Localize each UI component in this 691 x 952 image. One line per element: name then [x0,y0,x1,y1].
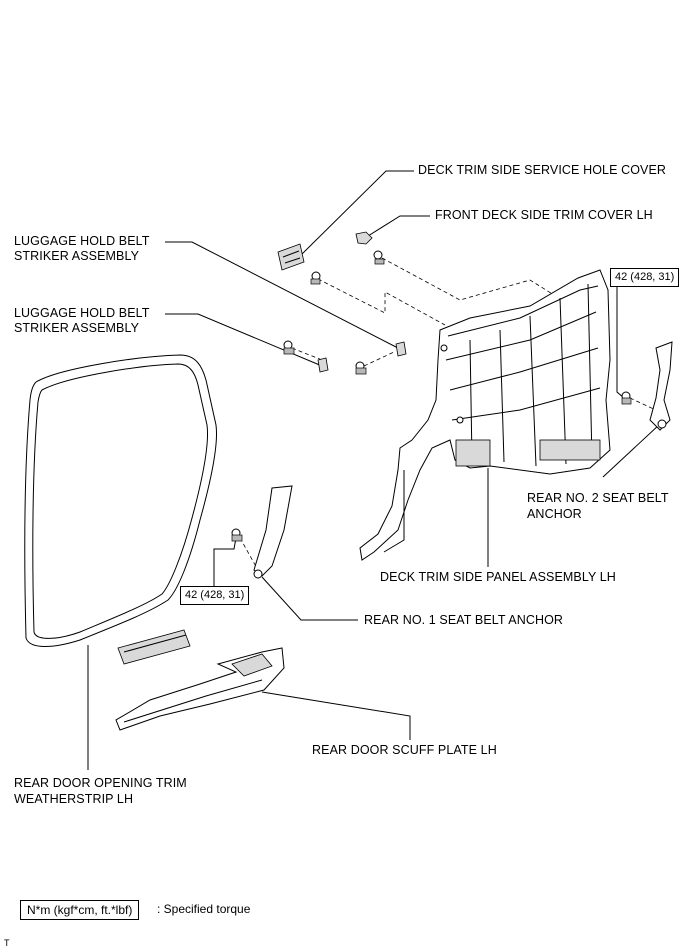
label-rear-door-scuff-plate: REAR DOOR SCUFF PLATE LH [312,743,497,757]
label-luggage-hold-belt-striker-2-line2: STRIKER ASSEMBLY [14,321,140,335]
service-hole-cover [277,243,305,271]
legend-description: : Specified torque [157,902,251,916]
label-rear-no2-seat-belt-anchor-line1: REAR NO. 2 SEAT BELT [527,491,669,505]
label-weatherstrip-line2: WEATHERSTRIP LH [14,792,134,806]
bolts [231,250,632,542]
label-deck-trim-side-service-hole-cover: DECK TRIM SIDE SERVICE HOLE COVER [418,163,667,177]
rear-door-scuff-plate [115,647,285,731]
fastener-paths [239,257,661,571]
rear-no1-seat-belt-anchor [253,485,293,579]
label-deck-trim-side-panel-assembly: DECK TRIM SIDE PANEL ASSEMBLY LH [380,570,616,584]
label-luggage-hold-belt-striker-1-line2: STRIKER ASSEMBLY [14,249,140,263]
torque-rear-no1-anchor: 42 (428, 31) [180,586,250,605]
label-rear-no2-seat-belt-anchor-line2: ANCHOR [527,507,582,521]
legend-torque-unit-box: N*m (kgf*cm, ft.*lbf) [20,900,140,920]
label-luggage-hold-belt-striker-2-line1: LUGGAGE HOLD BELT [14,306,150,320]
scuff-plate-insert [117,629,191,665]
footer-mark: T [4,938,10,948]
front-deck-side-trim-cover [355,231,373,245]
label-luggage-hold-belt-striker-1-line1: LUGGAGE HOLD BELT [14,234,150,248]
rear-no2-seat-belt-anchor [649,341,673,431]
label-rear-no1-seat-belt-anchor: REAR NO. 1 SEAT BELT ANCHOR [364,613,564,627]
torque-rear-no2-anchor: 42 (428, 31) [610,268,680,287]
label-weatherstrip-line1: REAR DOOR OPENING TRIM [14,776,187,790]
weatherstrip-part [24,354,217,647]
label-front-deck-side-trim-cover: FRONT DECK SIDE TRIM COVER LH [435,208,653,222]
deck-trim-side-panel [359,269,611,561]
leader-lines [87,170,661,770]
